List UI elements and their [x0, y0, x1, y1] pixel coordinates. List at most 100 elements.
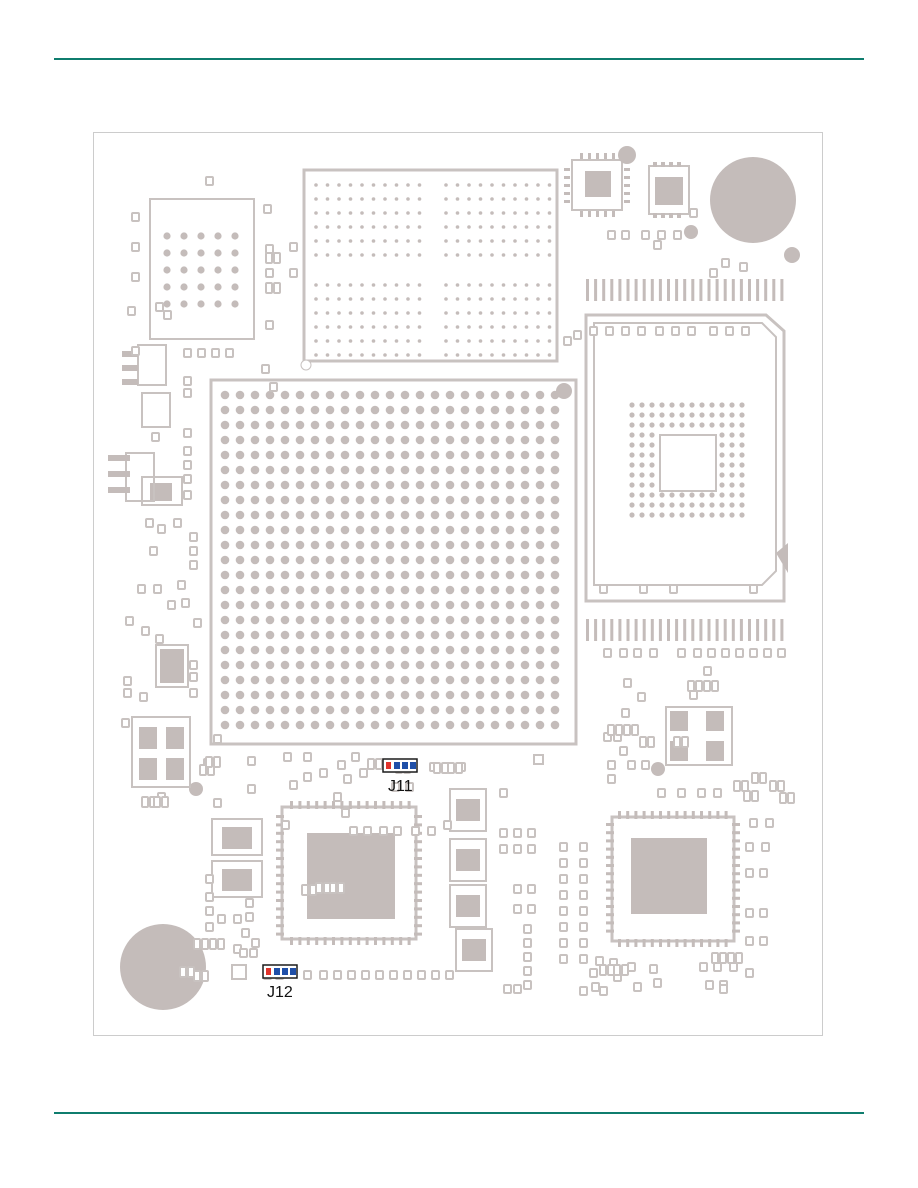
ball-pad — [709, 412, 714, 417]
pin-strip-bottom — [651, 619, 654, 641]
smd-pad — [560, 891, 567, 899]
silk-mark — [659, 939, 662, 947]
ball-pad — [491, 721, 500, 730]
smd-pad — [274, 283, 280, 293]
smd-pad — [590, 969, 597, 977]
ball-pad — [416, 436, 425, 445]
smd-pad — [560, 923, 567, 931]
smd-pad — [338, 883, 344, 893]
smd-pad — [608, 775, 615, 783]
ball-pad — [236, 526, 245, 535]
smd-pad — [190, 561, 197, 569]
silk-mark — [677, 162, 681, 167]
ball-pad — [525, 253, 529, 257]
ball-pad — [456, 183, 460, 187]
ball-pad — [502, 253, 506, 257]
ball-pad — [456, 225, 460, 229]
connector-j11-footprint — [383, 759, 417, 772]
smd-pad — [132, 213, 139, 221]
ball-pad — [266, 706, 275, 715]
pin-strip-bottom — [780, 619, 783, 641]
pin-strip-top — [635, 279, 638, 301]
smd-pad — [350, 827, 357, 835]
ball-pad — [349, 183, 353, 187]
ball-pad — [639, 442, 644, 447]
pin-strip-top — [651, 279, 654, 301]
ball-pad — [401, 706, 410, 715]
ball-pad — [506, 541, 515, 550]
ball-pad — [416, 391, 425, 400]
pin-strip-top — [586, 279, 589, 301]
ball-pad — [401, 481, 410, 490]
ball-pad — [360, 239, 364, 243]
smd-pad — [762, 843, 769, 851]
ball-pad — [491, 466, 500, 475]
silk-mark — [349, 801, 352, 809]
ball-pad — [719, 452, 724, 457]
smd-pad — [310, 885, 316, 895]
smd-pad — [206, 875, 213, 883]
ball-pad — [231, 232, 238, 239]
ball-pad — [418, 211, 422, 215]
ball-pad — [214, 266, 221, 273]
silk-mark — [298, 937, 301, 945]
ball-pad — [513, 311, 517, 315]
ball-pad — [551, 706, 560, 715]
ball-pad — [479, 225, 483, 229]
smd-pad — [514, 985, 521, 993]
pin-strip-bottom — [659, 619, 662, 641]
smd-pad — [352, 753, 359, 761]
smd-pad — [194, 939, 200, 949]
ball-pad — [383, 225, 387, 229]
ball-pad — [431, 496, 440, 505]
pin-strip-bottom — [594, 619, 597, 641]
ball-pad — [699, 502, 704, 507]
mounting-hole-top-right — [710, 157, 796, 243]
ball-pad — [490, 297, 494, 301]
pin-strip-top — [683, 279, 686, 301]
smd-pad — [334, 971, 341, 979]
ball-pad — [281, 451, 290, 460]
ball-pad — [467, 353, 471, 357]
ball-pad — [699, 402, 704, 407]
ball-pad — [311, 571, 320, 580]
ball-pad — [349, 325, 353, 329]
ball-pad — [251, 466, 260, 475]
ball-pad — [418, 353, 422, 357]
silk-mark — [315, 801, 318, 809]
ball-pad — [386, 616, 395, 625]
ball-pad — [314, 297, 318, 301]
ball-pad — [431, 556, 440, 565]
silk-mark — [408, 801, 411, 809]
ball-pad — [395, 183, 399, 187]
ball-pad — [326, 691, 335, 700]
pin-strip-top — [643, 279, 646, 301]
smd-pad — [156, 635, 163, 643]
ball-pad — [326, 183, 330, 187]
ball-pad — [446, 691, 455, 700]
silk-mark — [414, 933, 422, 936]
ball-pad — [467, 225, 471, 229]
ball-pad — [296, 466, 305, 475]
ball-pad — [502, 283, 506, 287]
ball-pad — [444, 297, 448, 301]
smd-pad — [206, 893, 213, 901]
ball-pad — [491, 481, 500, 490]
smd-pad — [184, 349, 191, 357]
ball-pad — [281, 556, 290, 565]
ball-pad — [418, 253, 422, 257]
ball-pad — [479, 353, 483, 357]
regulator-body — [160, 649, 184, 683]
silk-mark — [716, 939, 719, 947]
silk-mark — [732, 897, 740, 900]
ball-pad — [521, 721, 530, 730]
ball-pad — [251, 556, 260, 565]
ball-pad — [461, 706, 470, 715]
ball-pad — [296, 391, 305, 400]
ball-pad — [513, 211, 517, 215]
silk-mark — [606, 930, 614, 933]
ball-pad — [311, 646, 320, 655]
smd-pad — [162, 797, 168, 807]
ball-pad — [214, 232, 221, 239]
ball-pad — [536, 586, 545, 595]
